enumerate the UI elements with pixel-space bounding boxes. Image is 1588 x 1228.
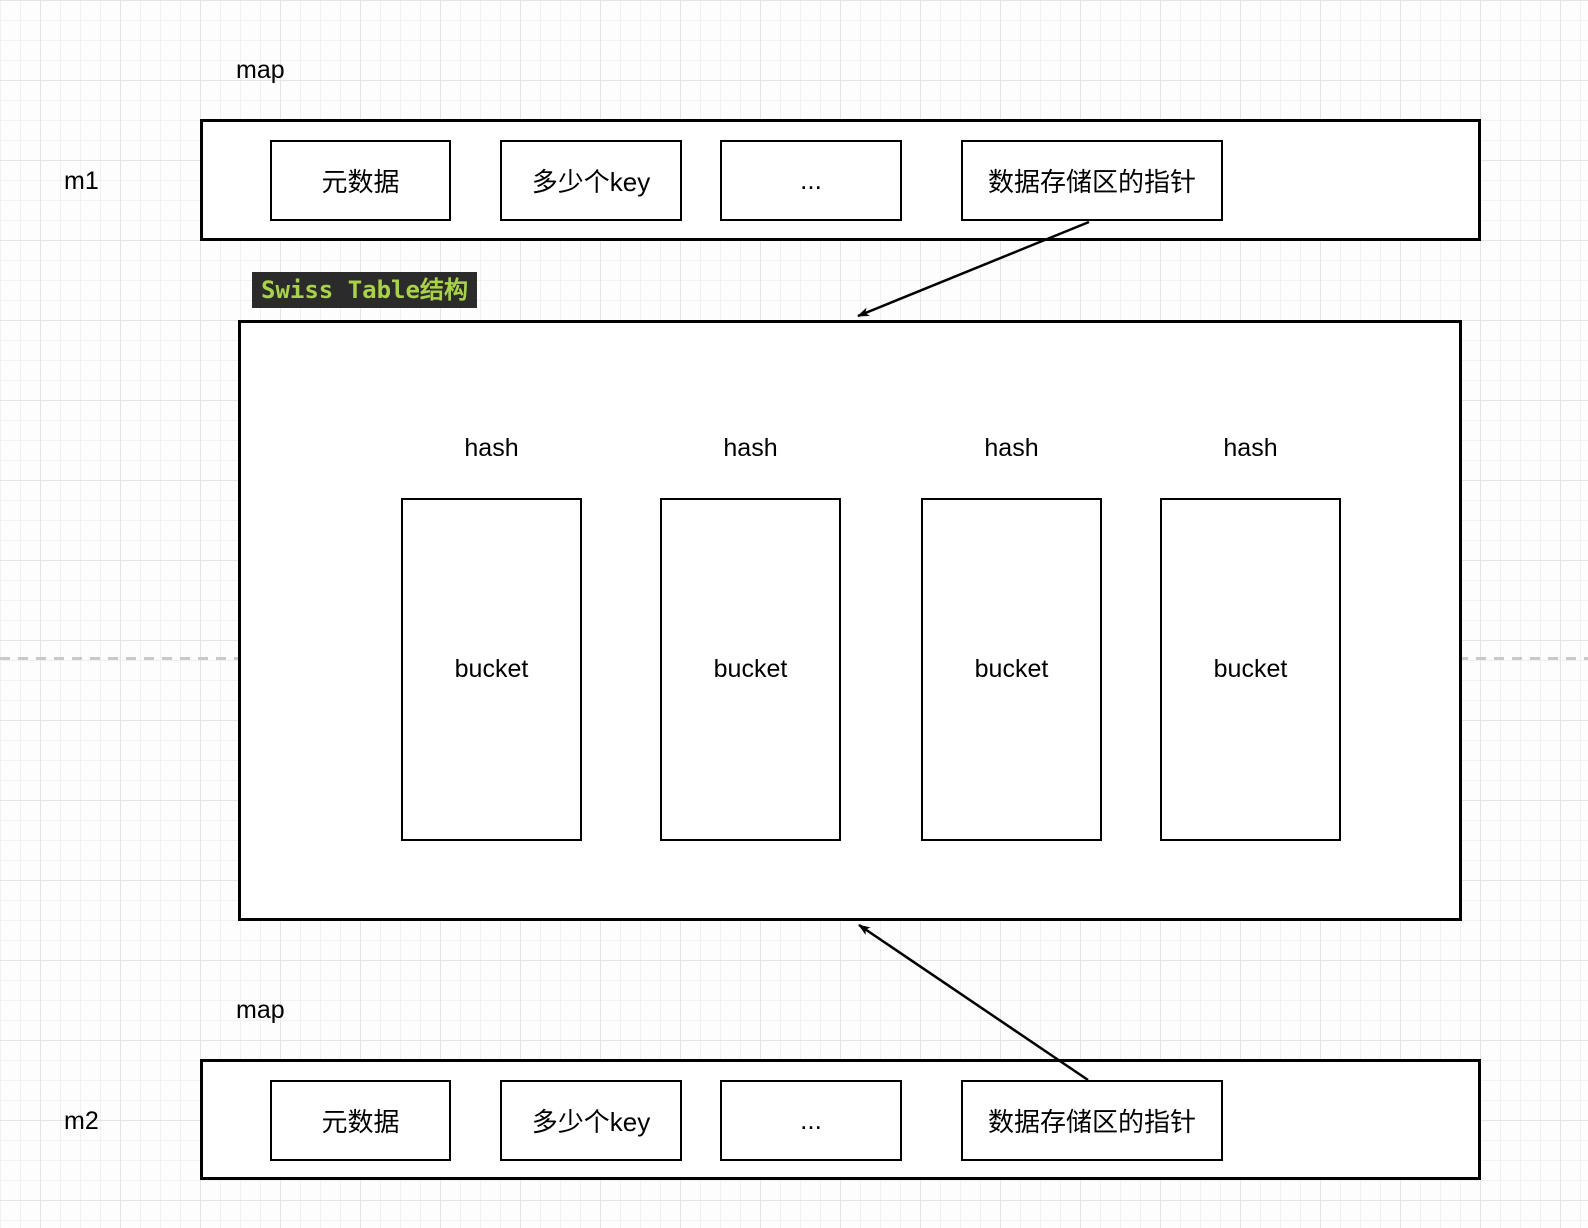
m1-metadata-cell[interactable]: 元数据 xyxy=(270,140,451,221)
m2-key-count-cell[interactable]: 多少个key xyxy=(500,1080,682,1161)
m1-data-pointer-cell[interactable]: 数据存储区的指针 xyxy=(961,140,1223,221)
hash-label-3[interactable]: hash xyxy=(984,434,1039,462)
m2-data-pointer-cell[interactable]: 数据存储区的指针 xyxy=(961,1080,1223,1161)
m2-ellipsis-cell[interactable]: ... xyxy=(720,1080,902,1161)
hash-label-4[interactable]: hash xyxy=(1223,434,1278,462)
m1-key-count-cell[interactable]: 多少个key xyxy=(500,140,682,221)
bucket-box-1[interactable]: bucket xyxy=(401,498,582,841)
bucket-box-3[interactable]: bucket xyxy=(921,498,1102,841)
map-type-label-m2[interactable]: map xyxy=(236,996,285,1024)
hash-label-1[interactable]: hash xyxy=(464,434,519,462)
bucket-box-2[interactable]: bucket xyxy=(660,498,841,841)
bucket-box-4[interactable]: bucket xyxy=(1160,498,1341,841)
m2-variable-label[interactable]: m2 xyxy=(64,1107,99,1135)
m2-metadata-cell[interactable]: 元数据 xyxy=(270,1080,451,1161)
m2-pointer-arrow[interactable] xyxy=(858,923,1089,1082)
map-type-label-m1[interactable]: map xyxy=(236,56,285,84)
swiss-table-title-highlight[interactable]: Swiss Table结构 xyxy=(252,272,477,308)
hash-label-2[interactable]: hash xyxy=(723,434,778,462)
m1-variable-label[interactable]: m1 xyxy=(64,167,99,195)
m1-ellipsis-cell[interactable]: ... xyxy=(720,140,902,221)
